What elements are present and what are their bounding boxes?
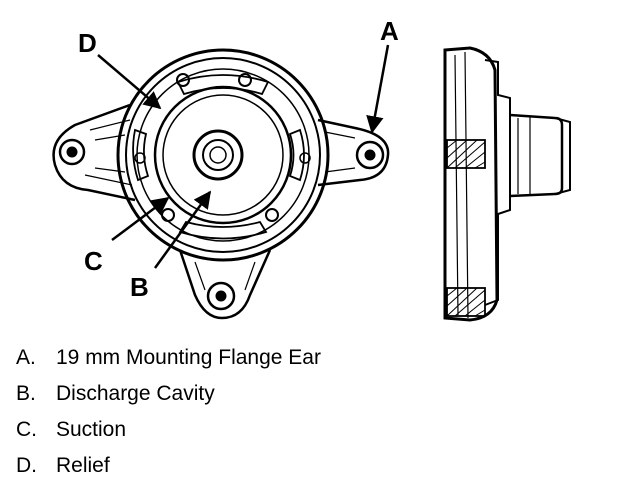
left-mounting-ear (52, 103, 136, 202)
legend-item-a: A. 19 mm Mounting Flange Ear (16, 340, 321, 376)
hub (192, 129, 244, 181)
legend-key: D. (16, 454, 37, 477)
callout-b: B (130, 272, 149, 302)
side-housing (443, 46, 499, 322)
lower-port (178, 220, 268, 240)
legend-item-b: B. Discharge Cavity (16, 376, 321, 412)
inner-cavity-ring (153, 85, 293, 225)
leader-a (366, 44, 390, 134)
legend-text: Relief (56, 454, 110, 477)
leader-b (153, 190, 212, 269)
upper-port (176, 74, 270, 96)
legend-item-d: D. Relief (16, 448, 321, 484)
legend-text: 19 mm Mounting Flange Ear (56, 346, 321, 369)
leader-c (111, 196, 170, 241)
leader-lines (97, 44, 390, 269)
left-port (132, 128, 150, 182)
legend-key: B. (16, 382, 36, 405)
leader-d (97, 54, 162, 110)
callout-c: C (84, 246, 103, 276)
legend-key: C. (16, 418, 37, 441)
bottom-mounting-ear (178, 249, 272, 320)
callout-d: D (78, 28, 97, 58)
hatched-band (446, 139, 486, 317)
front-view (52, 48, 390, 320)
legend-item-c: C. Suction (16, 412, 321, 448)
legend: A. 19 mm Mounting Flange Ear B. Discharge … (16, 340, 321, 484)
legend-text: Discharge Cavity (56, 382, 215, 405)
side-view (443, 46, 571, 322)
outer-housing-ring (116, 48, 330, 262)
legend-text: Suction (56, 418, 127, 441)
legend-key: A. (16, 346, 36, 369)
callout-a: A (380, 16, 399, 46)
ear-bolt-holes (58, 138, 385, 311)
right-port (288, 128, 305, 182)
